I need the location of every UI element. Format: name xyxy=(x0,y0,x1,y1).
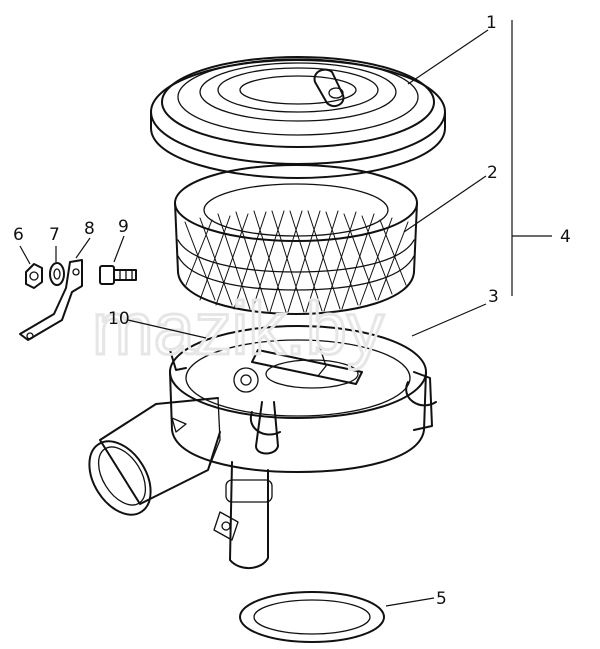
callout-4: 4 xyxy=(560,227,571,247)
part-8-bracket xyxy=(19,259,83,341)
part-5-gasket xyxy=(239,591,385,643)
callout-numbers: 1 2 3 4 5 6 7 8 9 10 xyxy=(13,13,571,609)
callout-2: 2 xyxy=(487,163,498,183)
callout-6: 6 xyxy=(13,225,24,245)
part-2-filter-element xyxy=(174,164,418,315)
callout-5: 5 xyxy=(436,589,447,609)
callout-8: 8 xyxy=(84,219,95,239)
watermark: mazik.by xyxy=(92,287,384,370)
callout-7: 7 xyxy=(49,225,60,245)
leader-lines xyxy=(19,20,552,607)
callout-10: 10 xyxy=(108,309,130,329)
callout-3: 3 xyxy=(488,287,499,307)
part-3-housing xyxy=(88,325,437,569)
part-9-bolt xyxy=(99,265,137,285)
callout-9: 9 xyxy=(118,217,129,237)
part-1-cover xyxy=(150,56,446,179)
part-6-nut xyxy=(25,263,43,289)
part-7-washer xyxy=(49,262,65,286)
callout-1: 1 xyxy=(486,13,497,33)
